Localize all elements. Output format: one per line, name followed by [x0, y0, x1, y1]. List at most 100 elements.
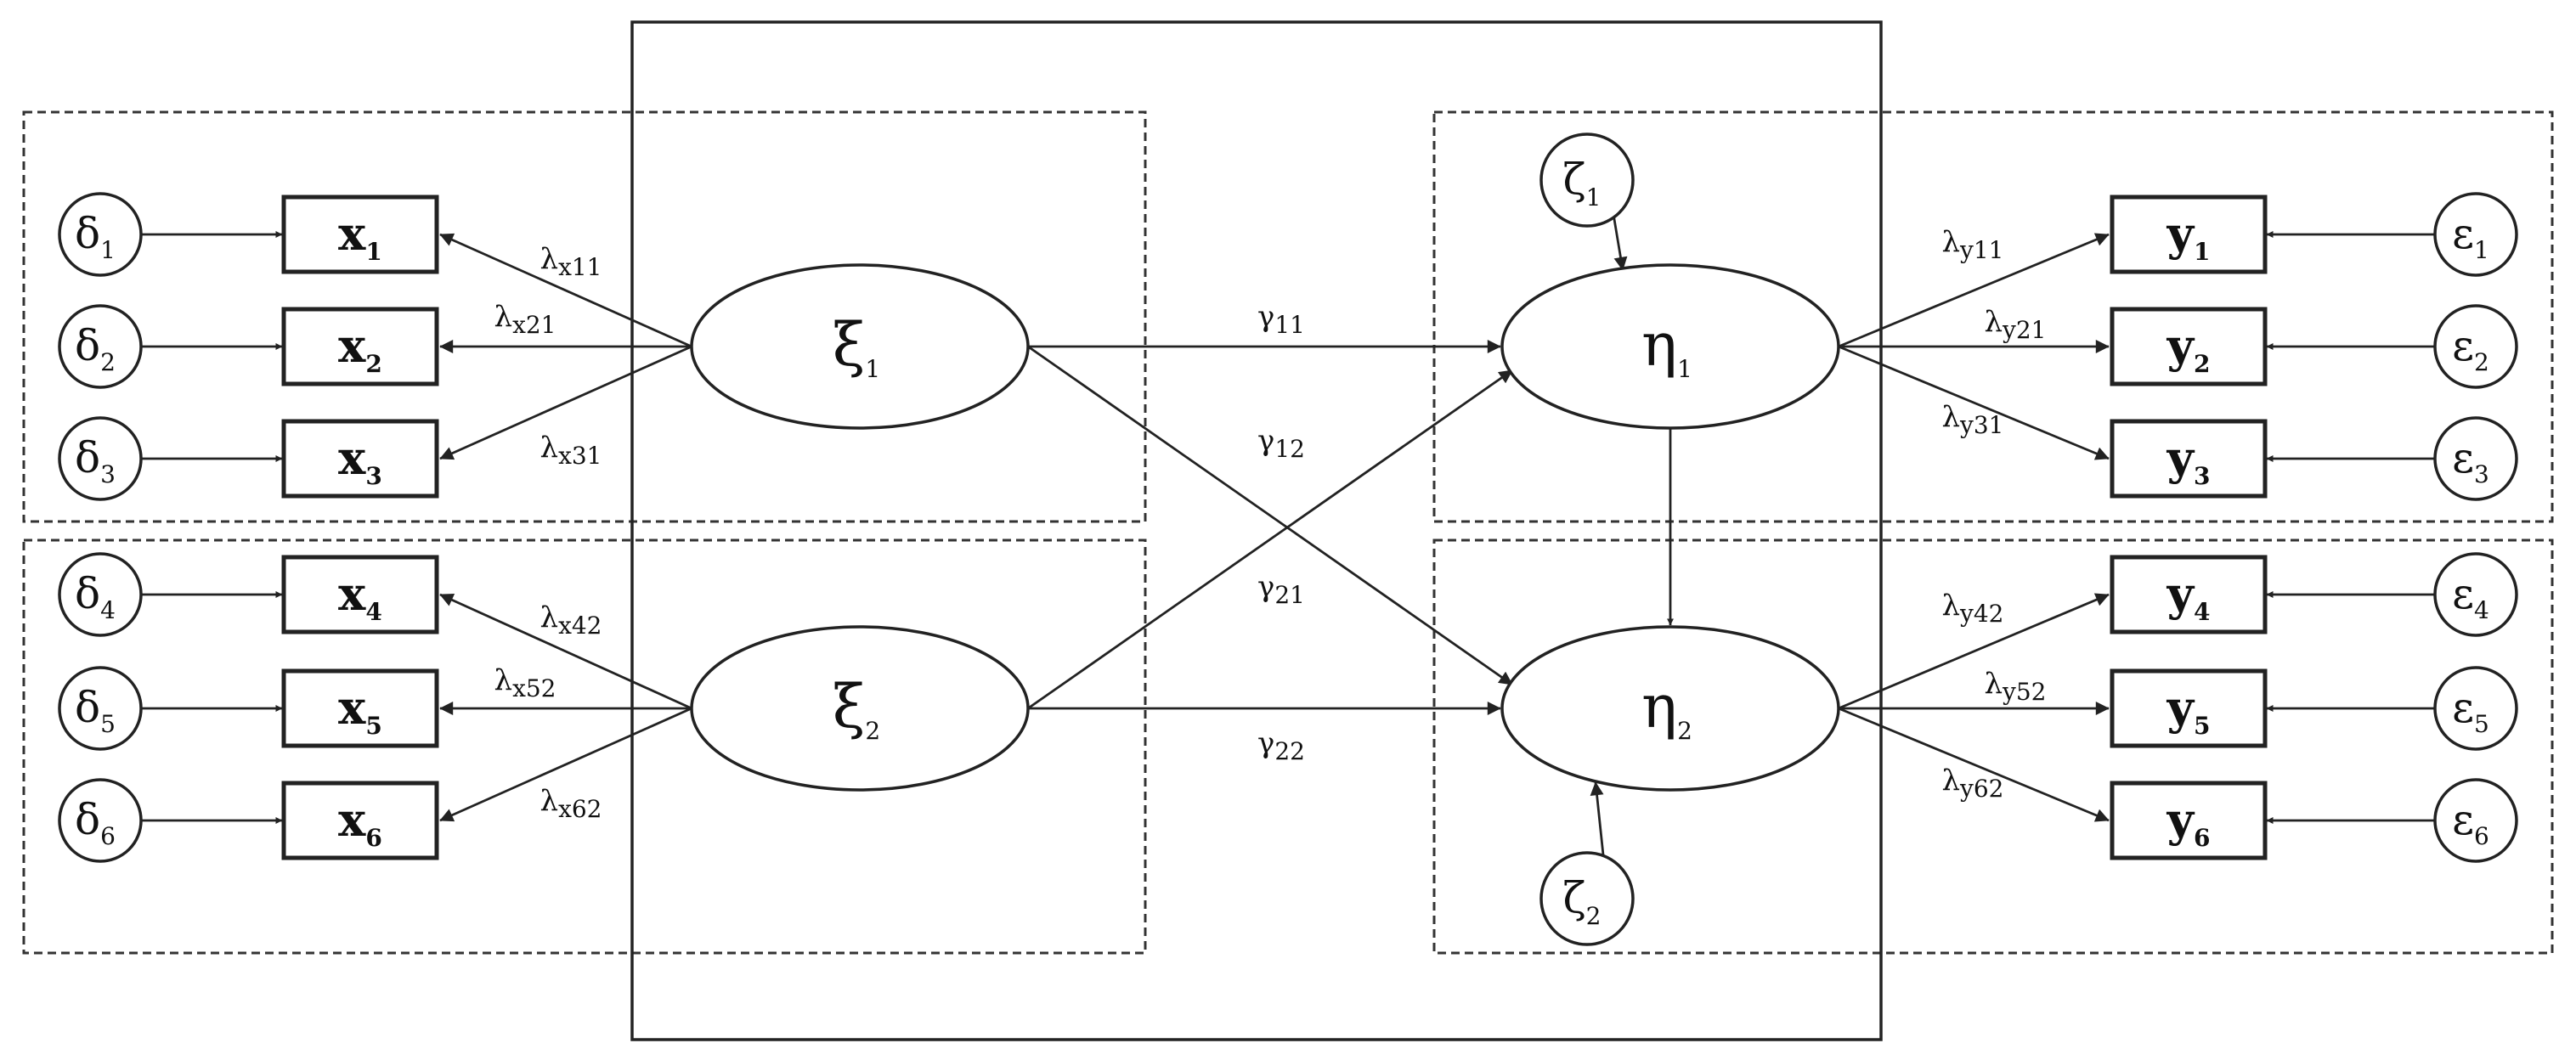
error-epsilon-5: ε5 [2433, 666, 2518, 751]
indicator-y5: y5 [2110, 668, 2268, 748]
delta-4-circle [58, 552, 143, 637]
eta2-label: η2 [1641, 672, 1692, 745]
epsilon-4-label: ε4 [2452, 569, 2489, 624]
indicator-y1: y1 [2110, 195, 2268, 274]
error-epsilon-1: ε1 [2433, 192, 2518, 277]
eta-to-y4-arrow [1838, 593, 2110, 710]
delta-4-label: δ4 [75, 569, 116, 624]
indicator-y3: y3 [2110, 419, 2268, 499]
error-delta-6: δ6 [58, 778, 143, 863]
indicator-y4: y4 [2110, 555, 2268, 634]
y2-box [2110, 307, 2268, 386]
loading-label-x2: λx21 [494, 300, 556, 339]
error-delta-4: δ4 [58, 552, 143, 637]
error-delta-3: δ3 [58, 416, 143, 501]
loading-label-y6: λy62 [1941, 764, 2003, 803]
zeta-1-circle [1539, 132, 1635, 228]
error-epsilon-6: ε6 [2433, 778, 2518, 863]
x5-box [281, 668, 439, 748]
eta-to-y3-arrow [1838, 345, 2110, 460]
y2-label: y2 [2166, 319, 2211, 378]
x-block-2-frame [22, 538, 1147, 955]
error-epsilon-3: ε3 [2433, 416, 2518, 501]
indicator-x1: x1 [281, 195, 439, 274]
epsilon-6-label: ε6 [2452, 795, 2489, 850]
delta-2-label: δ2 [75, 321, 116, 376]
edges [141, 208, 2435, 864]
zeta2-to-eta2-arrow [1590, 781, 1606, 864]
y6-label: y6 [2166, 792, 2211, 852]
nodes: x1 δ1 x2 δ2 x3 δ3 x4 δ4 x5 δ5 x6 δ6 y1 ε1 y2 ε2 y3 ε3 y4 ε4… [58, 132, 2518, 946]
indicator-x5: x5 [281, 668, 439, 748]
loading-label-x6: λx62 [540, 784, 602, 823]
xi-to-x3-arrow [439, 345, 692, 460]
y1-box [2110, 195, 2268, 274]
epsilon-4-circle [2433, 552, 2518, 637]
xi1-ellipse [690, 263, 1030, 430]
delta-2-circle [58, 304, 143, 389]
y1-label: y1 [2166, 206, 2211, 266]
y4-label: y4 [2166, 567, 2211, 626]
delta-6-circle [58, 778, 143, 863]
epsilon-1-label: ε1 [2452, 209, 2489, 264]
error-delta-2: δ2 [58, 304, 143, 389]
xi2-ellipse [690, 625, 1030, 792]
y5-label: y5 [2166, 680, 2211, 740]
delta-1-circle [58, 192, 143, 277]
x4-label: x4 [338, 567, 382, 626]
measurement-model-frames [22, 110, 2554, 955]
epsilon-5-label: ε5 [2452, 683, 2489, 738]
eta-to-y6-arrow [1838, 707, 2110, 822]
loading-label-x4: λx42 [540, 600, 602, 640]
x3-box [281, 419, 439, 499]
zeta1-to-eta1-arrow [1611, 208, 1628, 271]
error-delta-5: δ5 [58, 666, 143, 751]
error-delta-1: δ1 [58, 192, 143, 277]
eta2-ellipse [1500, 625, 1840, 792]
x1-label: x1 [338, 206, 382, 266]
latent-eta1: η1 [1500, 263, 1840, 430]
x6-label: x6 [338, 792, 382, 852]
epsilon-5-circle [2433, 666, 2518, 751]
xi-to-x6-arrow [439, 707, 692, 822]
loading-label-y1: λy11 [1941, 225, 2003, 264]
gamma-label-21: γ21 [1257, 570, 1305, 609]
x-block-1-frame [22, 110, 1147, 523]
latent-xi2: ξ2 [690, 625, 1030, 792]
disturbance-zeta-2: ζ2 [1539, 851, 1635, 946]
delta-1-label: δ1 [75, 209, 116, 264]
path-labels: λx11λx21λx31λx42λx52λx62λy11λy21λy31λy42… [494, 225, 2047, 823]
xi-to-x1-arrow [439, 233, 692, 348]
structural-model-frame [630, 20, 1883, 1041]
indicator-x2: x2 [281, 307, 439, 386]
y-block-2-frame [1432, 538, 2554, 955]
epsilon-2-label: ε2 [2452, 321, 2489, 376]
indicator-x3: x3 [281, 419, 439, 499]
y3-label: y3 [2166, 431, 2211, 490]
eta1-label: η1 [1641, 310, 1692, 383]
eta1-ellipse [1500, 263, 1840, 430]
delta-5-label: δ5 [75, 683, 116, 738]
xi2-label: ξ2 [833, 672, 880, 745]
error-epsilon-2: ε2 [2433, 304, 2518, 389]
indicator-x4: x4 [281, 555, 439, 634]
indicator-y6: y6 [2110, 781, 2268, 860]
y5-box [2110, 668, 2268, 748]
xi1-label: ξ1 [833, 310, 880, 383]
loading-label-x5: λx52 [494, 663, 556, 702]
latent-eta2: η2 [1500, 625, 1840, 792]
loading-label-x3: λx31 [540, 431, 602, 470]
y-block-1-frame [1432, 110, 2554, 523]
epsilon-2-circle [2433, 304, 2518, 389]
zeta-1-label: ζ1 [1563, 155, 1602, 211]
loading-label-y3: λy31 [1941, 400, 2003, 439]
y4-box [2110, 555, 2268, 634]
delta-3-label: δ3 [75, 433, 116, 488]
gamma-12-arrow [1027, 369, 1513, 710]
x5-label: x5 [338, 680, 382, 740]
y6-box [2110, 781, 2268, 860]
indicator-x6: x6 [281, 781, 439, 860]
eta-to-y1-arrow [1838, 233, 2110, 348]
delta-3-circle [58, 416, 143, 501]
gamma-label-11: γ11 [1257, 300, 1305, 339]
